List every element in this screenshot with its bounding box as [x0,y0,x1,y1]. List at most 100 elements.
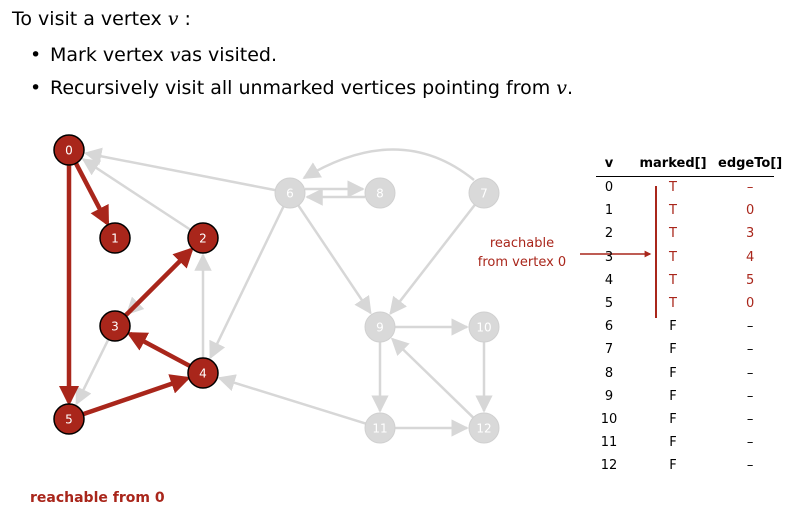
cell-edgeto: 0 [745,203,755,219]
cell-edgeto: – [746,388,754,404]
cell-marked: F [669,342,677,358]
node-circle [364,412,396,444]
tree-edge-5-4 [82,374,191,417]
graph-node-10: 10 [468,311,500,343]
cell-marked: T [669,203,677,219]
bullet-text-var: v [169,43,181,66]
cell-edgeto: – [746,411,754,427]
cell-marked: T [669,296,677,312]
graph-node-12: 12 [468,412,500,444]
node-circle [99,310,131,342]
tree-edge-3-2 [124,247,194,317]
tree-edge-0-1 [73,162,110,227]
graph-node-5: 5 [53,403,85,435]
title: To visit a vertex v : [12,8,191,30]
node-circle [187,357,219,389]
cell-v: 7 [604,342,614,358]
bullet-item: • Mark vertex v as visited. [30,38,573,71]
bullet-list: • Mark vertex v as visited. • Recursivel… [30,38,573,104]
bullet-text-pre: Recursively visit all unmarked vertices … [50,76,551,99]
edge-7-9 [389,204,476,315]
node-label: 5 [65,413,73,427]
cell-marked: F [669,365,677,381]
cell-edgeto: 4 [745,249,755,265]
cell-v: 1 [604,203,614,219]
node-label: 0 [65,144,73,158]
bullet-text-post: . [567,76,574,99]
graph-node-3: 3 [99,310,131,342]
graph-node-1: 1 [99,222,131,254]
node-circle [274,177,306,209]
graph-node-0: 0 [53,134,85,166]
cell-v: 6 [604,319,614,335]
node-label: 4 [199,367,207,381]
title-prefix: To visit a vertex [12,8,168,30]
node-circle [53,134,85,166]
node-label: 7 [480,187,488,201]
node-circle [187,222,219,254]
graph-node-11: 11 [364,412,396,444]
cell-marked: T [669,180,677,196]
cell-marked: T [669,226,677,242]
cell-marked: F [669,319,677,335]
graph-node-6: 6 [274,177,306,209]
node-label: 12 [476,422,491,436]
graph-node-8: 8 [364,177,396,209]
bullet-text-pre: Mark vertex [50,43,164,66]
cell-v: 9 [604,388,614,404]
cell-marked: T [669,249,677,265]
edge-3-5 [75,338,110,406]
cell-v: 3 [604,249,614,265]
reachable-label-line1: reachable [489,236,555,251]
table-row: 1 T 0 [590,199,782,222]
node-circle [53,403,85,435]
bullet-item: • Recursively visit all unmarked vertice… [30,71,573,104]
figure-caption: reachable from 0 [30,490,165,506]
title-suffix: : [178,8,191,30]
edge-12-9 [390,337,475,419]
edge-6-4 [209,205,285,360]
table-header-rule [596,176,774,177]
table-row: 3 T 4 [590,246,782,269]
cell-marked: T [669,272,677,288]
cell-edgeto: – [746,342,754,358]
edge-6-9 [297,204,372,315]
col-header-marked: marked[] [639,155,707,171]
graph-node-4: 4 [187,357,219,389]
node-label: 11 [372,422,387,436]
cell-v: 11 [600,435,618,451]
cell-marked: F [669,458,677,474]
reachable-label: reachable from vertex 0 [470,234,574,272]
node-circle [364,311,396,343]
cell-v: 5 [604,296,614,312]
cell-marked: F [669,411,677,427]
cell-marked: F [669,388,677,404]
cell-v: 4 [604,272,614,288]
graph-node-7: 7 [468,177,500,209]
col-header-v: v [604,155,614,171]
cell-v: 2 [604,226,614,242]
edge-7-6 [302,148,475,181]
table-header-row: v marked[] edgeTo[] [590,150,782,176]
node-circle [468,311,500,343]
node-circle [468,412,500,444]
node-circle [468,177,500,209]
edge-2-0 [81,158,192,231]
graph-node-9: 9 [364,311,396,343]
node-label: 2 [199,232,207,246]
node-circle [364,177,396,209]
bullet-text-post: as visited. [180,43,277,66]
cell-edgeto: – [746,435,754,451]
title-var: v [167,8,179,30]
tree-edge-4-3 [126,332,191,368]
cell-edgeto: – [746,180,754,196]
